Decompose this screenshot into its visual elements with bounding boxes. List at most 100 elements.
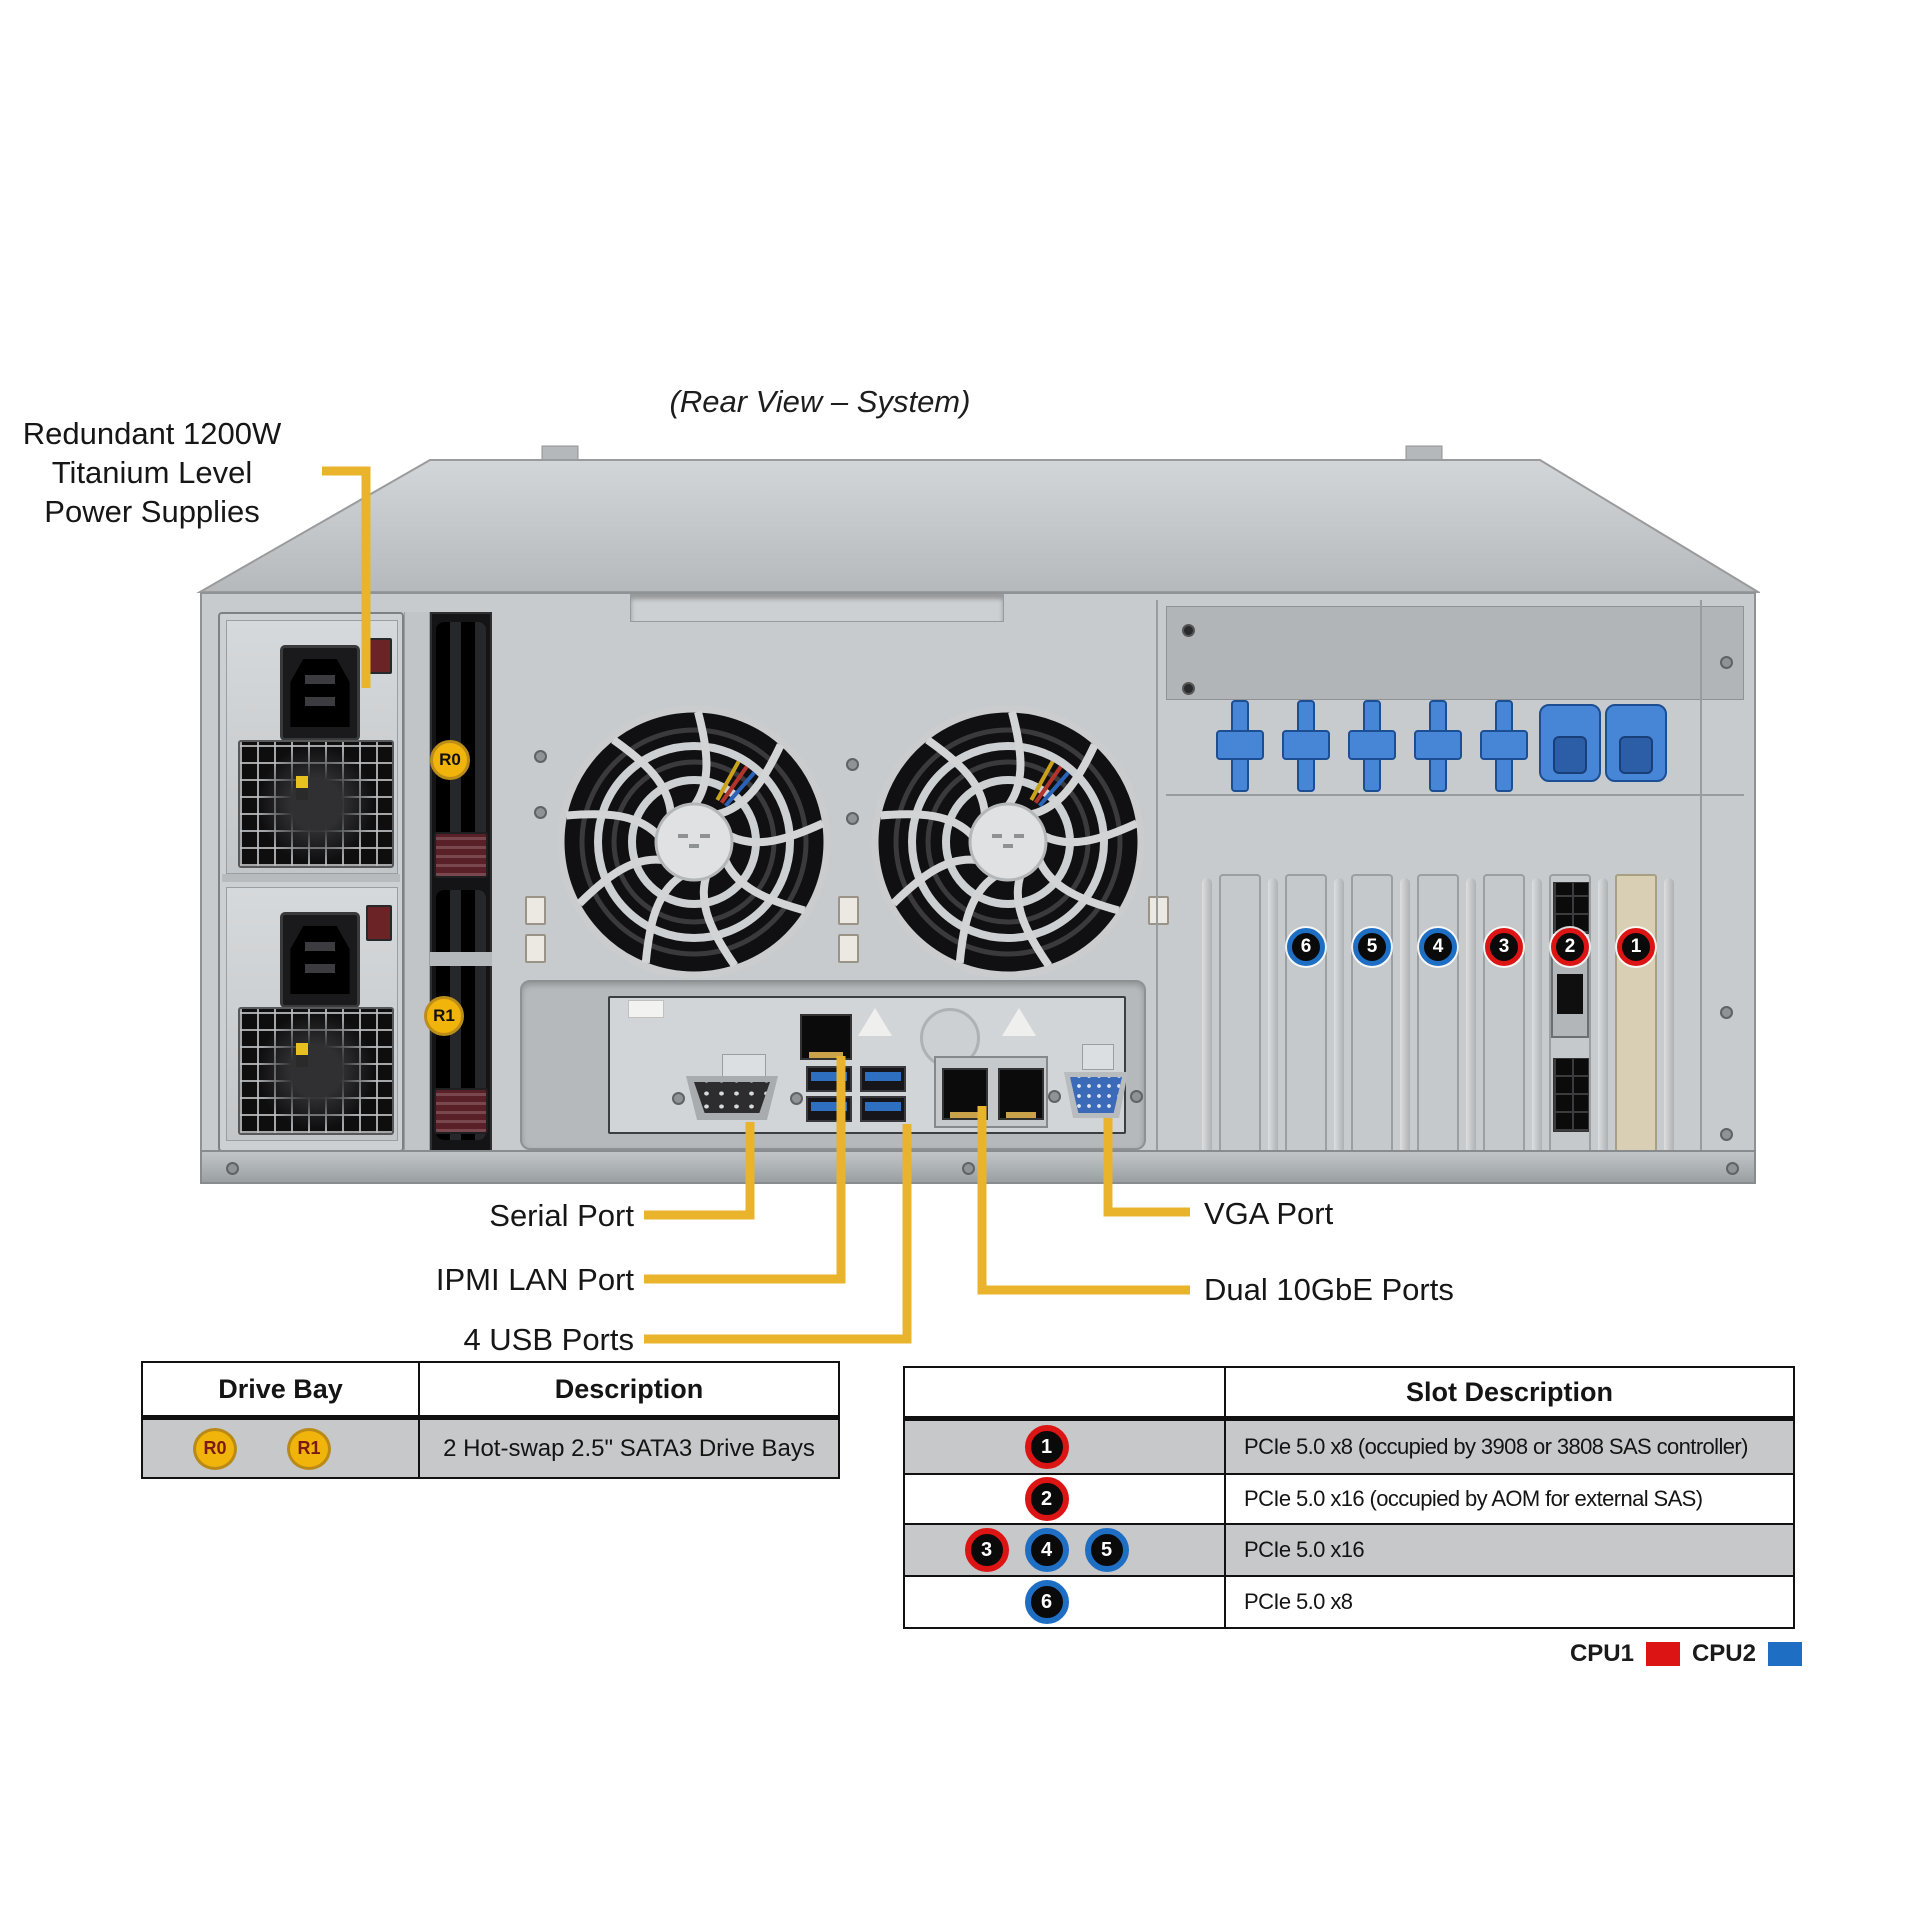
psu2-ac-inlet — [280, 912, 360, 1008]
ipmi-lan-port-label: IPMI LAN Port — [435, 1262, 634, 1297]
psu2-sticker — [296, 1043, 308, 1067]
panel-seam — [1700, 600, 1702, 1152]
screw — [1720, 1006, 1733, 1019]
panel-seam — [1166, 794, 1744, 796]
slot-cover — [1483, 874, 1525, 1158]
screw — [1182, 624, 1195, 637]
slot-badge-5: 5 — [1353, 928, 1391, 966]
slot-groove — [1532, 878, 1542, 1154]
legend-cpu1-swatch — [1645, 1642, 1680, 1666]
screw — [534, 750, 547, 763]
usb-port-2 — [806, 1096, 852, 1122]
drive-desc-cell: 2 Hot-swap 2.5" SATA3 Drive Bays — [443, 1434, 815, 1462]
dual-10gbe-ports-label: Dual 10GbE Ports — [1204, 1272, 1454, 1307]
slot-table: Slot Description 1 PCIe 5.0 x8 (occupied… — [903, 1366, 1795, 1629]
slot-table-row-2: 2 PCIe 5.0 x16 (occupied by AOM for exte… — [905, 1475, 1793, 1525]
usb-port-1 — [806, 1066, 852, 1092]
slot-table-row-3: 3 4 5 PCIe 5.0 x16 — [905, 1525, 1793, 1577]
ipmi-lan-port — [800, 1014, 852, 1060]
slot-badge-3: 3 — [1485, 928, 1523, 966]
slot-badge-1: 1 — [1617, 928, 1655, 966]
slot-cover — [1285, 874, 1327, 1158]
slot-6-badges: 6 — [905, 1577, 1226, 1627]
slot-cover — [1417, 874, 1459, 1158]
lid-top-panel — [196, 459, 1760, 593]
table-badge-6: 6 — [1024, 1580, 1069, 1624]
legend-cpu2-swatch — [1768, 1642, 1802, 1666]
drive-bay-divider — [430, 952, 492, 966]
pcie-latch — [1348, 700, 1396, 792]
table-badge-3: 3 — [964, 1528, 1009, 1572]
triangle-mark-icon — [858, 1008, 892, 1036]
psu1-switch — [366, 638, 392, 674]
fan-clip — [525, 934, 546, 963]
serial-bracket-tab — [722, 1054, 766, 1078]
10gbe-port-2 — [998, 1068, 1044, 1120]
psu-callout-label: Redundant 1200W Titanium Level Power Sup… — [8, 414, 296, 531]
table-badge-1: 1 — [1024, 1425, 1069, 1469]
drive-bay-header-cell: Drive Bay — [143, 1363, 420, 1415]
screw — [1130, 1090, 1143, 1103]
pcie-latch — [1414, 700, 1462, 792]
psu-label-line2: Titanium Level — [51, 455, 253, 490]
slot-1-desc: PCIe 5.0 x8 (occupied by 3908 or 3808 SA… — [1226, 1421, 1793, 1473]
diagram-title: (Rear View – System) — [669, 384, 971, 419]
aom-connector — [1553, 1058, 1589, 1132]
pcie-latch-handle — [1539, 704, 1601, 782]
fan-clip — [1148, 896, 1169, 925]
drive-badges-cell: R0 R1 — [143, 1420, 420, 1477]
fan-clip — [525, 896, 546, 925]
vga-port-label: VGA Port — [1204, 1196, 1334, 1231]
aom-connector — [1553, 882, 1589, 934]
badge-r1: R1 — [287, 1427, 331, 1470]
cooling-fan-2 — [871, 705, 1145, 979]
pcie-latch — [1480, 700, 1528, 792]
drive-bay-badge-r1: R1 — [424, 996, 464, 1036]
slot-cover — [1219, 874, 1261, 1158]
slot-table-header: Slot Description — [905, 1368, 1793, 1421]
drive-bay-table: Drive Bay Description R0 R1 2 Hot-swap 2… — [141, 1361, 840, 1479]
slot-345-desc-text: PCIe 5.0 x16 — [1244, 1537, 1365, 1562]
serial-port-pins — [694, 1082, 770, 1113]
psu-divider — [222, 874, 400, 882]
fan-clip — [838, 934, 859, 963]
drive-bay-rail — [404, 612, 430, 1152]
triangle-mark-icon — [1002, 1008, 1036, 1036]
drive-table-header: Drive Bay Description — [143, 1363, 838, 1420]
slot-groove — [1202, 878, 1212, 1154]
io-vent-grid — [698, 1004, 802, 1060]
slot-table-row-1: 1 PCIe 5.0 x8 (occupied by 3908 or 3808 … — [905, 1421, 1793, 1475]
pcie-vent-band — [1166, 606, 1744, 700]
drive-table-row: R0 R1 2 Hot-swap 2.5" SATA3 Drive Bays — [143, 1420, 838, 1477]
pcie-latch-handle — [1605, 704, 1667, 782]
screw — [790, 1092, 803, 1105]
usb-port-3 — [860, 1066, 906, 1092]
psu1-ac-inlet — [280, 645, 360, 741]
drive-bay-0-latch — [434, 832, 488, 878]
vga-port-pins — [1070, 1077, 1122, 1113]
screw — [534, 806, 547, 819]
aom-sfp-cage — [1551, 952, 1589, 1038]
screw — [1726, 1162, 1739, 1175]
screw — [1720, 1128, 1733, 1141]
chassis-lid — [196, 445, 1760, 593]
table-badge-2: 2 — [1024, 1477, 1069, 1521]
slot-345-badges: 3 4 5 — [905, 1525, 1226, 1575]
slot-groove — [1400, 878, 1410, 1154]
psu2-fan-grille — [238, 1007, 394, 1135]
table-badge-4: 4 — [1024, 1528, 1069, 1572]
psu1-fan-grille — [238, 740, 394, 868]
io-label-chip — [628, 1000, 664, 1018]
slot-groove — [1466, 878, 1476, 1154]
slot-groove — [1598, 878, 1608, 1154]
slot-2-desc: PCIe 5.0 x16 (occupied by AOM for extern… — [1226, 1475, 1793, 1523]
usb-port-4 — [860, 1096, 906, 1122]
psu-label-line1: Redundant 1200W — [22, 416, 282, 451]
psu-label-line3: Power Supplies — [44, 494, 260, 529]
psu2-switch — [366, 905, 392, 941]
screw — [226, 1162, 239, 1175]
slot-1-badges: 1 — [905, 1421, 1226, 1473]
slot-table-row-4: 6 PCIe 5.0 x8 — [905, 1577, 1793, 1627]
serial-port-label: Serial Port — [489, 1198, 634, 1233]
